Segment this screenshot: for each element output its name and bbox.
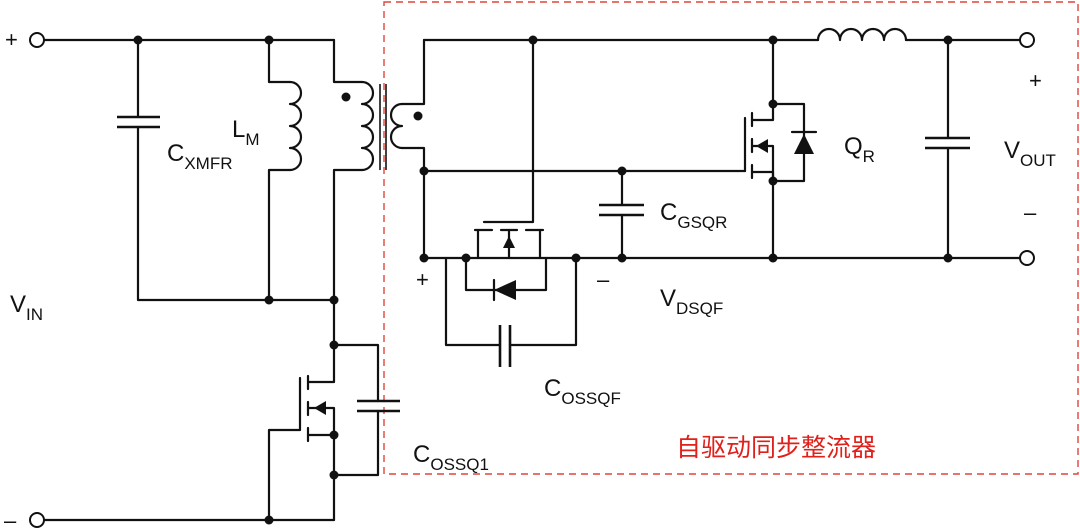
output-plus-sign: +: [1029, 68, 1042, 93]
transformer-primary-winding: [332, 38, 375, 302]
input-top-rail: [29, 32, 336, 48]
sync-rectifier-region: [383, 1, 1079, 475]
cgsqr-label: CGSQR: [660, 199, 727, 232]
cossqf-capacitor: [444, 256, 578, 367]
transformer-core: [379, 84, 387, 170]
output-positive-terminal: [1019, 32, 1035, 48]
gate-drive-line: [422, 166, 747, 176]
cossq1-label: COSSQ1: [413, 441, 489, 474]
output-minus-sign: –: [1024, 200, 1037, 225]
output-capacitor: [925, 38, 970, 260]
cxmfr-label: CXMFR: [167, 140, 233, 173]
rectifier-mosfet-qr: [743, 38, 818, 260]
secondary-polarity-dot: [413, 111, 423, 121]
region-caption: 自驱动同步整流器: [676, 433, 876, 462]
cgsqr-capacitor: [599, 169, 644, 260]
output-bottom-rail: [419, 250, 1035, 266]
vdsqf-plus-sign: +: [416, 267, 429, 292]
input-bottom-rail: [29, 512, 336, 528]
output-top-rail: [422, 27, 1035, 48]
input-minus-sign: –: [4, 508, 17, 530]
forward-mosfet-qf: [464, 38, 548, 302]
qr-label: QR: [844, 133, 875, 166]
lm-inductor: [267, 38, 303, 302]
vdsqf-label: VDSQF: [660, 285, 723, 318]
vdsqf-minus-sign: –: [597, 267, 610, 292]
input-positive-terminal: [29, 32, 45, 48]
primary-switch-q1: [267, 298, 400, 522]
lm-label: LM: [232, 116, 260, 149]
input-plus-sign: +: [5, 27, 18, 52]
output-negative-terminal: [1019, 250, 1035, 266]
cossqf-label: COSSQF: [544, 375, 621, 408]
input-negative-terminal: [29, 512, 45, 528]
vout-label: VOUT: [1004, 137, 1056, 170]
vin-label: VIN: [10, 291, 43, 324]
primary-polarity-dot: [341, 92, 351, 102]
transformer-secondary-winding: [389, 38, 429, 260]
